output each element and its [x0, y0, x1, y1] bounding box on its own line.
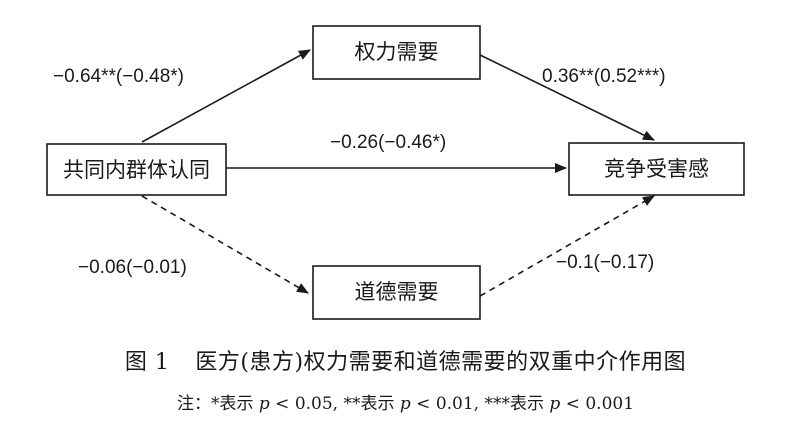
node-identity-label: 共同内群体认同	[63, 158, 210, 182]
node-moral-label: 道德需要	[355, 280, 439, 304]
edge-identity-to-moral	[141, 195, 309, 294]
edge-moral-to-competition	[479, 195, 655, 297]
node-moral: 道德需要	[312, 265, 481, 320]
node-identity: 共同内群体认同	[46, 143, 227, 196]
note-prefix: 注：	[176, 394, 211, 414]
note-item3-cond: < 0.001	[560, 394, 635, 414]
note-item1-marker: *表示	[210, 394, 254, 414]
figure-note: 注：*表示 p < 0.05, **表示 p < 0.01, ***表示 p <…	[0, 391, 811, 417]
edge-label-moral-competition: −0.1(−0.17)	[556, 252, 654, 273]
figure-title: 医方(患方)权力需要和道德需要的双重中介作用图	[195, 350, 687, 375]
edge-identity-to-power	[141, 49, 311, 143]
edge-power-to-competition	[477, 53, 655, 141]
edge-label-identity-competition: −0.26(−0.46*)	[330, 132, 446, 153]
note-item2-cond: < 0.01,	[410, 394, 485, 414]
note-item1-var: p	[258, 394, 270, 414]
node-power-label: 权力需要	[355, 40, 439, 64]
node-competition-label: 竞争受害感	[604, 157, 709, 181]
note-item2-var: p	[399, 394, 411, 414]
edge-label-identity-moral: −0.06(−0.01)	[78, 257, 187, 278]
figure-number: 图 1	[124, 350, 170, 375]
edge-label-identity-power: −0.64**(−0.48*)	[53, 66, 184, 87]
node-competition: 竞争受害感	[568, 142, 745, 196]
note-item2-marker: **表示	[343, 394, 395, 414]
edge-label-power-competition: 0.36**(0.52***)	[542, 66, 666, 87]
figure-caption: 图 1 医方(患方)权力需要和道德需要的双重中介作用图	[0, 348, 811, 378]
note-item3-var: p	[549, 394, 561, 414]
note-item1-cond: < 0.05,	[269, 394, 344, 414]
mediation-diagram: −0.64**(−0.48*) 0.36**(0.52***) −0.26(−0…	[46, 25, 745, 320]
note-item3-marker: ***表示	[484, 394, 545, 414]
node-power: 权力需要	[312, 25, 481, 80]
